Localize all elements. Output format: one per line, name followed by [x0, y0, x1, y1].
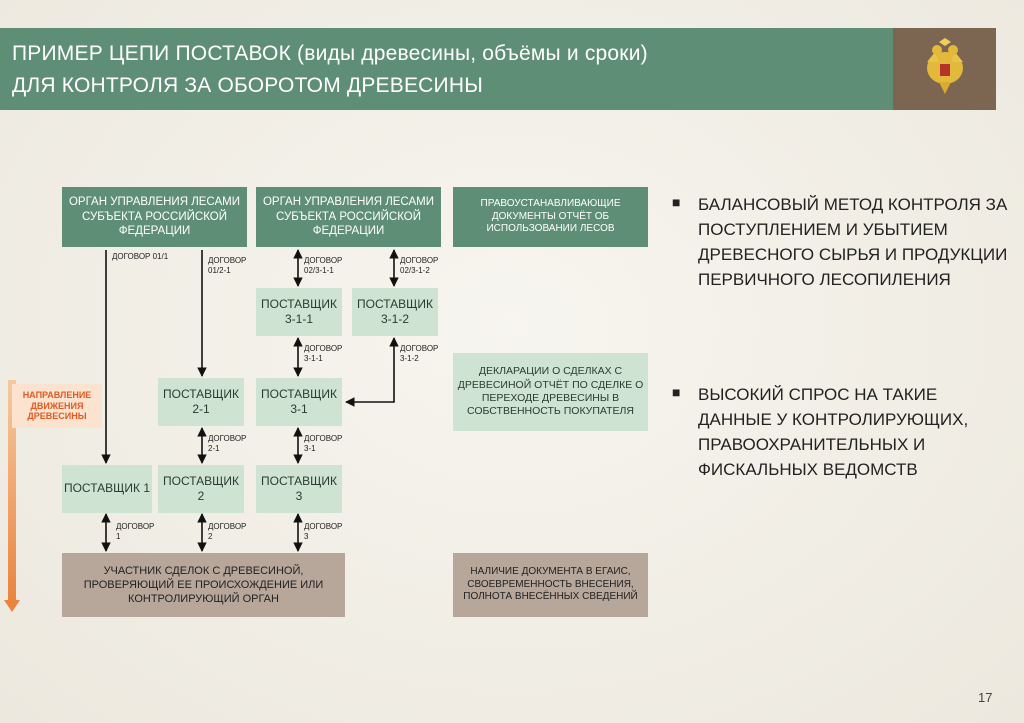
contract-label-1: ДОГОВОР 1	[116, 522, 155, 541]
forest-authority-box-2: ОРГАН УПРАВЛЕНИЯ ЛЕСАМИ СУБЪЕКТА РОССИЙС…	[256, 187, 441, 247]
emblem-panel	[893, 28, 996, 110]
contract-label-02-3-1-1: ДОГОВОР 02/3-1-1	[304, 256, 343, 275]
contract-label-3-1-2: ДОГОВОР 3-1-2	[400, 344, 439, 363]
bullet-item-1: ■ БАЛАНСОВЫЙ МЕТОД КОНТРОЛЯ ЗА ПОСТУПЛЕН…	[672, 194, 1008, 290]
contract-label-3-1-1: ДОГОВОР 3-1-1	[304, 344, 343, 363]
double-headed-eagle-emblem-icon	[927, 38, 963, 94]
page-number: 17	[978, 690, 993, 705]
contract-label-01-2-1: ДОГОВОР 01/2-1	[208, 256, 247, 275]
title-bar: ПРИМЕР ЦЕПИ ПОСТАВОК (виды древесины, об…	[0, 28, 893, 110]
supplier-2-1-box: ПОСТАВЩИК 2-1	[158, 378, 244, 426]
contract-label-3: ДОГОВОР 3	[304, 522, 343, 541]
egais-box: НАЛИЧИЕ ДОКУМЕНТА В ЕГАИС, СВОЕВРЕМЕННОС…	[453, 553, 648, 617]
flow-direction-arrow	[8, 380, 16, 605]
participant-box: УЧАСТНИК СДЕЛОК С ДРЕВЕСИНОЙ, ПРОВЕРЯЮЩИ…	[62, 553, 345, 617]
title-line-1: ПРИМЕР ЦЕПИ ПОСТАВОК (виды древесины, об…	[12, 42, 648, 65]
supplier-3-1-2-box: ПОСТАВЩИК 3-1-2	[352, 288, 438, 336]
contract-label-01-1: ДОГОВОР 01/1	[112, 252, 169, 261]
title-documents-box: ПРАВОУСТАНАВЛИВАЮЩИЕ ДОКУМЕНТЫ ОТЧЁТ ОБ …	[453, 187, 648, 247]
bullet-dot-icon: ■	[672, 384, 681, 400]
contract-label-02-3-1-2: ДОГОВОР 02/3-1-2	[400, 256, 439, 275]
supplier-2-box: ПОСТАВЩИК 2	[158, 465, 244, 513]
declarations-box: ДЕКЛАРАЦИИ О СДЕЛКАХ С ДРЕВЕСИНОЙ ОТЧЁТ …	[453, 353, 648, 431]
contract-label-2: ДОГОВОР 2	[208, 522, 247, 541]
supplier-3-box: ПОСТАВЩИК 3	[256, 465, 342, 513]
flow-direction-label: НАПРАВЛЕНИЕ ДВИЖЕНИЯ ДРЕВЕСИНЫ	[12, 384, 102, 428]
title-line-2: ДЛЯ КОНТРОЛЯ ЗА ОБОРОТОМ ДРЕВЕСИНЫ	[12, 74, 483, 97]
supplier-3-1-box: ПОСТАВЩИК 3-1	[256, 378, 342, 426]
forest-authority-box-1: ОРГАН УПРАВЛЕНИЯ ЛЕСАМИ СУБЪЕКТА РОССИЙС…	[62, 187, 247, 247]
arrow-down-icon	[4, 600, 20, 612]
contract-label-3-1: ДОГОВОР 3-1	[304, 434, 343, 453]
contract-label-2-1: ДОГОВОР 2-1	[208, 434, 247, 453]
bullet-dot-icon: ■	[672, 194, 681, 210]
bullet-item-2: ■ ВЫСОКИЙ СПРОС НА ТАКИЕ ДАННЫЕ У КОНТРО…	[672, 384, 969, 480]
supplier-1-box: ПОСТАВЩИК 1	[62, 465, 152, 513]
supplier-3-1-1-box: ПОСТАВЩИК 3-1-1	[256, 288, 342, 336]
